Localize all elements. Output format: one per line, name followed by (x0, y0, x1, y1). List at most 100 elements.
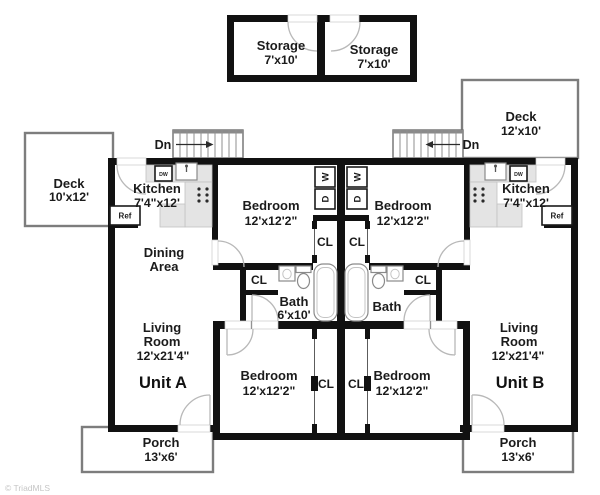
stairs-left-arrow (206, 141, 214, 148)
bathtub (313, 263, 338, 322)
dryer-label: D (353, 195, 364, 202)
bath-a-door (251, 320, 279, 330)
toilet-bowl (371, 272, 386, 290)
bedroom-b-top-label: Bedroom (374, 198, 431, 213)
kitchen-b-dims: 7'4"x12' (503, 196, 549, 210)
laundry-b: W D CL (346, 166, 370, 263)
kitchen-b-label: Kitchen (502, 181, 550, 196)
bath-sink-bowl (282, 268, 292, 280)
deck-right: Deck 12'x10' (460, 78, 580, 160)
porch-b-door-swing (471, 394, 505, 426)
laundry-a: W D CL (312, 166, 336, 263)
living-room-b-label-line2: Room (501, 334, 538, 349)
bath-a-door-swing (251, 294, 279, 322)
deck-right-label: Deck (505, 109, 537, 124)
toilet-bowl (296, 272, 311, 290)
unit-a-labels: Bedroom 12'x12'2" Dining Area Living Roo… (137, 198, 300, 398)
bath-a-closet-label: CL (251, 273, 267, 287)
dishwasher (509, 165, 528, 182)
dryer (346, 188, 368, 210)
refrigerator-label: Ref (551, 212, 564, 221)
kitchen-b: DW Ref Kitchen 7'4"x12' (469, 162, 573, 228)
stairs-right-arrow (425, 141, 433, 148)
living-room-b-label-line1: Living (500, 320, 538, 335)
bedroom-a-top-door (211, 239, 219, 266)
kitchen-a-deck-door (116, 157, 147, 166)
storage-left-dims: 7'x10' (264, 53, 297, 67)
bedroom-b-top-door-swing (437, 240, 465, 268)
bedroom-a-bottom-door (224, 320, 252, 330)
kitchen-a-label: Kitchen (133, 181, 181, 196)
closet-b-bottom-label: CL (348, 377, 364, 391)
refrigerator (109, 205, 141, 226)
kitchen-a-deck-door-swing (116, 164, 147, 195)
bath-b: CL Bath (344, 263, 431, 322)
kitchen-a: DW Ref Kitchen 7'4"x12' (109, 162, 213, 228)
bedroom-a-bottom-dims: 12'x12'2" (243, 384, 296, 398)
bedroom-a-top-door-swing (217, 240, 245, 268)
bath-b-label: Bath (373, 299, 402, 314)
kitchen-b-deck-door (535, 157, 566, 166)
storage-building: Storage 7'x10' Storage 7'x10' (227, 14, 417, 82)
bedroom-b-bottom-door (430, 320, 458, 330)
bath-b-closet-label: CL (415, 273, 431, 287)
living-room-a-dims: 12'x21'4" (137, 349, 190, 363)
bath-sink (278, 265, 296, 282)
washer (314, 166, 336, 188)
porch-unit-b: Porch 13'x6' (461, 425, 575, 474)
kitchen-a-dims: 7'4"x12' (134, 196, 180, 210)
stove-burners-icon (473, 187, 485, 203)
bedroom-b-top-dims: 12'x12'2" (377, 214, 430, 228)
washer-label: W (321, 172, 332, 181)
faucet-icon (185, 164, 188, 168)
storage-right-label: Storage (350, 42, 398, 57)
bath-a-dims: 6'x10' (277, 308, 310, 322)
bath-b-door (403, 320, 431, 330)
storage-left-door (287, 14, 318, 23)
bath-a-label: Bath (280, 294, 309, 309)
deck-right-dims: 12'x10' (501, 124, 541, 138)
bedroom-a-bottom-label: Bedroom (240, 368, 297, 383)
dishwasher-label: DW (514, 172, 523, 178)
unit-b-labels: Bedroom 12'x12'2" Living Room 12'x21'4" … (373, 198, 544, 398)
toilet-tank (370, 265, 387, 274)
stove-burners-icon (197, 187, 209, 203)
deck-left-dims: 10'x12' (49, 190, 89, 204)
dishwasher-label: DW (159, 172, 168, 178)
deck-left: Deck 10'x12' (23, 131, 115, 228)
dining-area-label-line2: Area (150, 259, 180, 274)
living-room-b-dims: 12'x21'4" (492, 349, 545, 363)
closet-a-bottom: CL (311, 329, 334, 434)
bath-sink-bowl (390, 268, 400, 280)
bath-sink (386, 265, 404, 282)
porch-unit-a: Porch 13'x6' (80, 425, 215, 474)
washer (346, 166, 368, 188)
watermark: © TriadMLS (5, 483, 50, 493)
kitchen-b-deck-door-swing (535, 164, 566, 195)
bedroom-b-bottom-dims: 12'x12'2" (376, 384, 429, 398)
bedroom-a-top-dims: 12'x12'2" (245, 214, 298, 228)
washer-label: W (353, 172, 364, 181)
bathtub-inner (347, 267, 366, 318)
closet-a-bottom-label: CL (318, 377, 334, 391)
counter (496, 203, 523, 228)
bedroom-a-bottom-door-swing (226, 328, 254, 356)
storage-left-door-swing (287, 21, 318, 52)
dining-area-label-line1: Dining (144, 245, 184, 260)
dryer-label: D (321, 195, 332, 202)
bathtub (344, 263, 369, 322)
living-room-a-label-line1: Living (143, 320, 181, 335)
laundry-closet-b-label: CL (349, 235, 365, 249)
closet-b-bottom: CL (348, 329, 371, 434)
bedroom-a-top-label: Bedroom (242, 198, 299, 213)
storage-right-dims: 7'x10' (357, 57, 390, 71)
party-wall (337, 158, 345, 440)
laundry-closet-a-label: CL (317, 235, 333, 249)
storage-left-label: Storage (257, 38, 305, 53)
faucet-icon (494, 164, 497, 168)
porch-b-dims: 13'x6' (501, 450, 534, 464)
refrigerator (541, 205, 573, 226)
porch-b-label: Porch (500, 435, 537, 450)
stairs-right-down-label: Dn (463, 138, 480, 152)
